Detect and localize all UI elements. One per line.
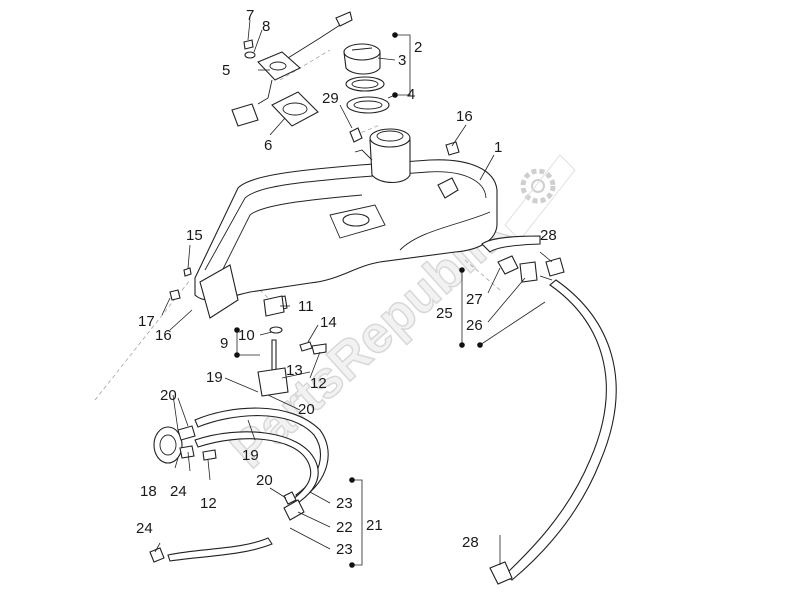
label-15: 15 bbox=[186, 227, 203, 244]
label-12-upper: 12 bbox=[310, 375, 327, 392]
label-5: 5 bbox=[222, 62, 230, 79]
watermark-panel bbox=[504, 154, 576, 241]
label-17: 17 bbox=[138, 313, 155, 330]
label-23-lower: 23 bbox=[336, 541, 353, 558]
filler-gasket bbox=[346, 96, 390, 114]
label-1: 1 bbox=[494, 139, 502, 156]
clip-17 bbox=[169, 289, 181, 301]
label-21: 21 bbox=[366, 517, 383, 534]
callout-labels: 1 2 3 4 5 6 7 8 9 10 11 12 12 13 14 15 1… bbox=[136, 7, 557, 558]
construction-line bbox=[354, 124, 381, 136]
label-23-upper: 23 bbox=[336, 495, 353, 512]
label-16-upper: 16 bbox=[456, 108, 473, 125]
label-10: 10 bbox=[238, 327, 255, 344]
label-28-upper: 28 bbox=[540, 227, 557, 244]
label-12-lower: 12 bbox=[200, 495, 217, 512]
bolt-12-lower bbox=[202, 449, 217, 461]
cap-seal-ring-inner bbox=[351, 79, 379, 89]
sender-screw bbox=[243, 39, 254, 50]
label-2: 2 bbox=[414, 39, 422, 56]
leader-lines bbox=[154, 19, 553, 566]
label-22: 22 bbox=[336, 519, 353, 536]
label-24-lower: 24 bbox=[136, 520, 153, 537]
label-11: 11 bbox=[298, 298, 314, 315]
label-16-lower: 16 bbox=[155, 327, 172, 344]
label-13: 13 bbox=[286, 362, 303, 379]
label-20-mid: 20 bbox=[298, 401, 315, 418]
clip-24-lower bbox=[149, 547, 165, 563]
label-28-lower: 28 bbox=[462, 534, 479, 551]
clip-15 bbox=[183, 267, 192, 277]
label-19-lower: 19 bbox=[242, 447, 259, 464]
clip-16-top bbox=[445, 141, 460, 156]
vent-hose-assembly bbox=[481, 235, 617, 581]
clamp-28-bottom bbox=[489, 561, 513, 585]
label-9: 9 bbox=[220, 335, 228, 352]
label-8: 8 bbox=[262, 18, 270, 35]
cap-seal-ring bbox=[345, 76, 385, 92]
label-4: 4 bbox=[407, 86, 415, 103]
label-20-lower: 20 bbox=[256, 472, 273, 489]
assembly-markers bbox=[234, 32, 483, 568]
label-20-left: 20 bbox=[160, 387, 177, 404]
fuel-cap bbox=[343, 43, 381, 75]
clip-29 bbox=[349, 127, 363, 143]
label-19-upper: 19 bbox=[206, 369, 223, 386]
fuel-hoses bbox=[167, 407, 329, 562]
clamp-20-lower bbox=[283, 491, 297, 505]
construction-line bbox=[464, 259, 501, 291]
construction-line bbox=[279, 49, 331, 81]
sender-gasket bbox=[271, 91, 319, 127]
hose-connector-22 bbox=[283, 499, 305, 521]
label-29: 29 bbox=[322, 90, 339, 107]
label-27: 27 bbox=[466, 291, 483, 308]
label-6: 6 bbox=[264, 137, 272, 154]
label-25: 25 bbox=[436, 305, 453, 322]
filler-gasket-inner bbox=[353, 100, 383, 110]
fuel-tank bbox=[194, 128, 498, 319]
label-18: 18 bbox=[140, 483, 157, 500]
label-26: 26 bbox=[466, 317, 483, 334]
sender-washer bbox=[244, 51, 256, 59]
clamp-11 bbox=[263, 295, 285, 317]
fuel-level-sender bbox=[231, 11, 353, 127]
label-24-upper: 24 bbox=[170, 483, 187, 500]
label-14: 14 bbox=[320, 314, 337, 331]
gear-icon bbox=[520, 168, 556, 204]
label-7: 7 bbox=[246, 7, 254, 24]
vacuum-valve bbox=[153, 425, 196, 464]
label-3: 3 bbox=[398, 52, 406, 69]
